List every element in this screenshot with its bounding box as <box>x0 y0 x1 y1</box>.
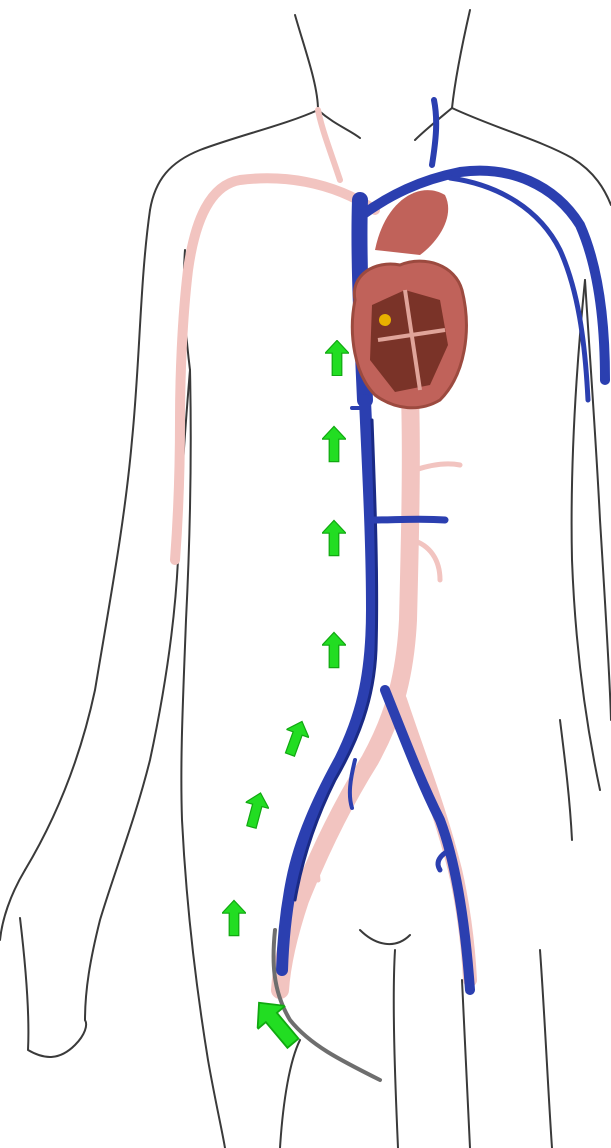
left-torso-side <box>181 370 225 1148</box>
arrow-up-icon <box>222 900 246 935</box>
right-arm-inner <box>560 280 600 840</box>
jugular-vein <box>432 100 436 165</box>
crotch <box>360 930 410 1148</box>
iliac-vein-right <box>385 690 470 990</box>
arrow-up-icon <box>322 426 346 461</box>
arrow-up-icon <box>279 717 314 758</box>
shoulder-left <box>150 110 318 210</box>
carotid-artery <box>318 110 340 180</box>
arrow-up-icon <box>322 520 346 555</box>
inferior-vena-cava <box>282 400 372 970</box>
left-hand <box>0 870 86 1057</box>
neck-left <box>295 15 318 110</box>
heart-node <box>379 314 391 326</box>
left-arm-outer <box>25 210 150 870</box>
heart <box>352 190 466 408</box>
arrow-up-icon <box>322 632 346 667</box>
left-arm-inner <box>85 370 190 1020</box>
shoulder-right <box>452 108 611 205</box>
neck-right <box>452 10 470 108</box>
arrow-up-icon <box>240 790 272 830</box>
left-thigh <box>280 1040 300 1148</box>
renal-vein <box>372 519 445 520</box>
arrow-up-icon <box>325 340 349 375</box>
subclavian-artery-left <box>175 178 375 560</box>
